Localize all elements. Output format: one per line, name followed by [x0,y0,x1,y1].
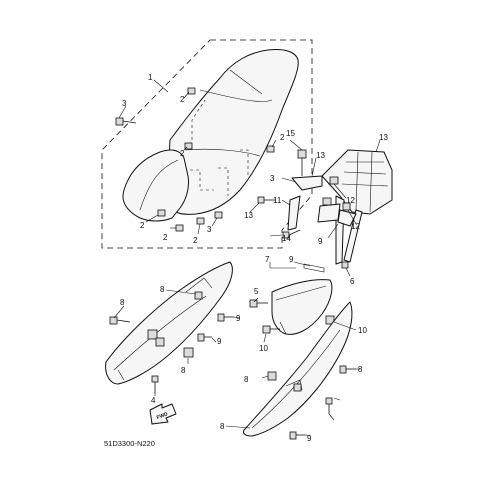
callout-15: 13 [316,151,325,160]
callout-9: 8 [120,298,125,307]
callout-1: 1 [148,73,153,82]
callout-3: 3 [122,99,127,108]
fwd-label: FWD [156,411,169,421]
callout-9: 12 [351,222,360,231]
center-cover-hardware [249,299,335,334]
screw [339,365,356,374]
damper [196,217,205,225]
callout-3: 11 [273,196,282,205]
side-panel-left-hardware [109,291,234,394]
callout-6: 7 [265,255,270,264]
callout-8: 8 [358,365,363,374]
callout-8: 9 [307,434,312,443]
screw [197,333,212,342]
callout-11: 13 [379,133,388,142]
callout-9: 10 [259,344,268,353]
callout-2: 2 [280,133,285,142]
damper [187,87,196,95]
screw [289,431,306,440]
damper [214,211,223,219]
diagram-code: 51D3300-N220 [104,439,155,448]
callout-2: 2 [180,149,185,158]
forward-arrow: FWD [149,403,177,425]
callout-14: 9 [318,237,323,246]
bolt [115,117,137,126]
callout-8: 4 [151,396,156,405]
callout-9: 5 [254,287,259,296]
callout-5: 8 [160,285,165,294]
callout-8: 9 [217,337,222,346]
callout-3: 13 [244,211,253,220]
damper [266,145,275,153]
carrier-bolts [282,149,351,269]
bolt [109,316,131,325]
side-panel-left [105,261,233,385]
callout-2: 2 [140,221,145,230]
seat-group-boundary [101,39,313,249]
center-cover [271,263,333,335]
damper [184,142,193,150]
callout-10: 8 [181,366,186,375]
seat-hardware [115,87,276,232]
carrier [321,149,393,265]
damper [157,209,166,217]
callout-8: 9 [236,314,241,323]
rear-bracket [287,175,357,231]
callout-7: 9 [289,255,294,264]
callout-13: 3 [270,174,275,183]
seat [122,49,299,222]
callout-2: 2 [193,236,198,245]
damper [175,224,184,232]
callout-2: 2 [180,95,185,104]
screw [151,375,159,394]
leader-lines [113,79,381,437]
screw [217,313,234,322]
callout-13: 12 [346,196,355,205]
bolt [257,196,276,204]
callout-4: 8 [220,422,225,431]
callout-2: 2 [163,233,168,242]
callout-8: 10 [358,326,367,335]
callout-12: 6 [350,277,355,286]
callout-12: 14 [282,234,291,243]
callout-2: 3 [207,225,212,234]
callout-13: 15 [286,129,295,138]
screw [325,397,333,414]
callout-labels: 1 2 3 2 2 2 2 2 3 13 15 13 3 11 13 12 14… [120,73,388,443]
callout-10: 8 [244,375,249,384]
